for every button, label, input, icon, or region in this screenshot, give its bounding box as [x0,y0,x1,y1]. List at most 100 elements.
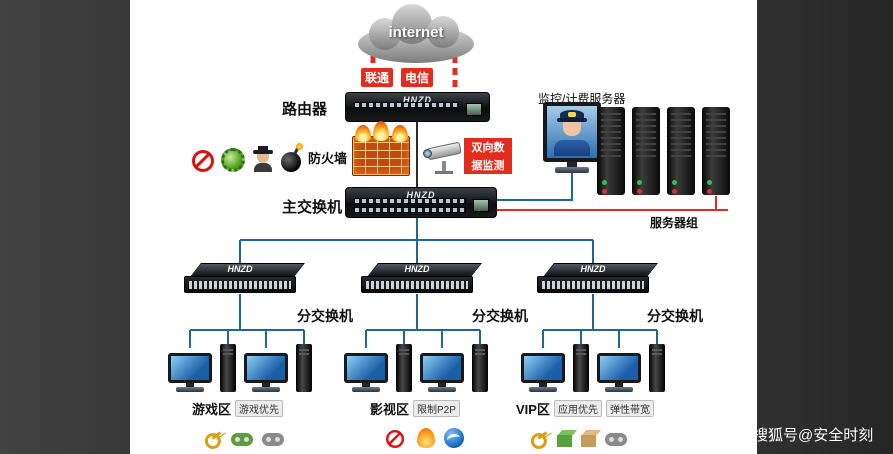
zone-label-vip: VIP区 应用优先 弹性带宽 [516,399,654,418]
spy-hat-crown [258,146,268,151]
firewall-label: 防火墙 [308,151,348,166]
officer-face [563,122,581,136]
zone-label-game: 游戏区 游戏优先 [192,399,284,418]
officer-hat-brim [557,118,587,122]
camera-lens [423,149,432,158]
router-port-strip [354,102,459,108]
left-frame-bar [0,0,130,454]
pc-tower [472,344,488,392]
pc-monitor [597,353,641,392]
pc-neck [615,383,623,387]
zone-tag: 弹性带宽 [605,400,654,417]
flame-icon [355,125,371,142]
gamepad-icon [262,433,284,446]
pc-neck [438,383,446,387]
diagram-canvas: internet 联通 电信 路由器 HNZD 防火墙 [130,0,757,454]
gamepad-icon [231,433,253,446]
zone-icons-game [202,424,284,448]
pc-neck [362,383,370,387]
sub-switch-right: HNZD [537,263,658,295]
sub-switch-left: HNZD [184,263,305,295]
right-frame-bar [757,0,893,454]
police-officer-icon [551,110,593,156]
sub-switch-front-face [184,276,296,293]
pc-group-game [168,344,312,392]
pc-base [252,387,280,392]
gamepad-icon [605,433,627,446]
server-group-label: 服务器组 [650,216,699,230]
camera-base [435,171,453,174]
pc-neck [262,383,270,387]
threat-icons [192,143,303,172]
sub-switch-front-face [537,276,649,293]
sub-switch-brand: HNZD [227,264,253,274]
connection-lines [189,56,728,348]
pc-screen [597,353,641,383]
key-icon [198,424,226,452]
virus-icon [221,148,245,172]
main-switch-label: 主交换机 [282,199,343,216]
pc-monitor [344,353,388,392]
pc-monitor [521,353,565,392]
sub-switch-front-face [361,276,473,293]
sub-switch-label: 分交换机 [472,308,528,324]
zone-tag: 应用优先 [553,400,602,417]
zone-icons-movie [386,424,464,448]
main-switch-port-strip [354,207,466,213]
spy-hat-brim [253,150,273,154]
fire-icon [417,428,435,448]
thunder-icon [444,428,464,448]
server-tower [632,107,660,195]
monitor-base [555,167,589,173]
zone-tag: 游戏优先 [235,400,284,417]
monitor-switch-line [497,172,573,201]
dpi-label-line1: 双向数 [464,138,512,156]
pc-monitor [244,353,288,392]
pc-group-vip [521,344,665,392]
pc-tower [220,344,236,392]
pc-base [352,387,380,392]
dpi-label-line2: 据监测 [464,156,512,174]
pc-screen [420,353,464,383]
pc-base [176,387,204,392]
zone-tag: 限制P2P [413,400,460,417]
pc-base [529,387,557,392]
pc-base [605,387,633,392]
sub-switch-label: 分交换机 [647,308,703,324]
zone-label-movie: 影视区 限制P2P [370,399,460,418]
internet-cloud: internet [355,2,477,66]
pc-tower [396,344,412,392]
main-switch-port-strip [354,198,466,204]
internet-label: internet [388,24,444,41]
watermark-text: 搜狐号@安全时刻 [753,427,874,444]
main-switch-device: HNZD [345,187,497,218]
main-switch-led-panel [473,199,489,212]
isp-telecom-label: 电信 [401,68,434,87]
main-switch-brand: HNZD [406,190,436,200]
pc-tower [296,344,312,392]
pc-tower [573,344,589,392]
router-device: HNZD [345,92,490,122]
pc-base [428,387,456,392]
sub-switch-label: 分交换机 [297,308,353,324]
zone-name: 游戏区 [192,402,232,417]
block-icon [386,429,405,448]
key-icon [524,424,552,452]
spy-icon [252,146,274,172]
router-brand: HNZD [403,95,432,105]
block-icon [192,150,214,172]
pc-screen [344,353,388,383]
server-tower [702,107,730,195]
officer-badge [568,112,576,117]
zone-name: VIP区 [516,402,550,417]
monitoring-workstation [543,102,601,173]
pc-group-movie [344,344,488,392]
isp-unicom-label: 联通 [361,68,394,87]
pc-monitor [168,353,212,392]
flame-icon [392,125,408,142]
server-tower [667,107,695,195]
sub-switch-brand: HNZD [404,264,430,274]
cctv-camera-icon [422,138,468,174]
pc-tower [649,344,665,392]
